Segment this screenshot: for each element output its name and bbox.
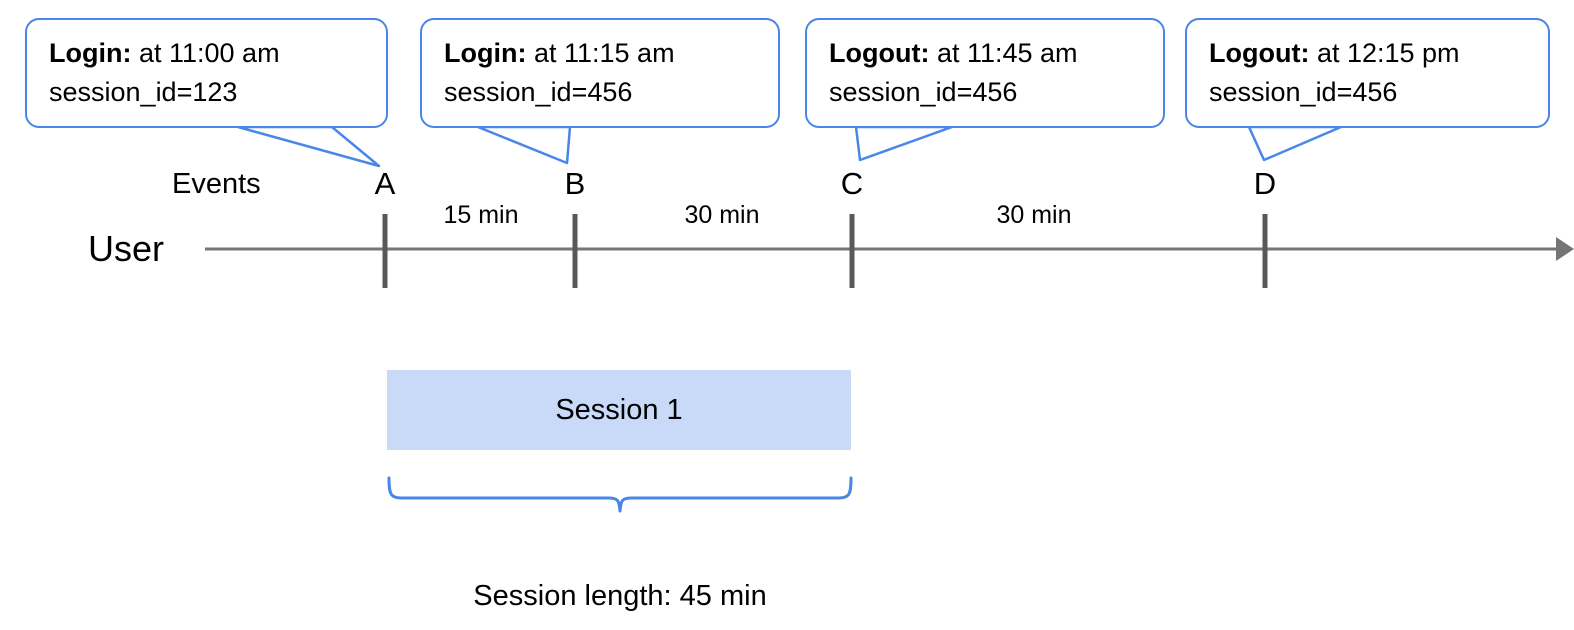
callout-login-1115[interactable]: Login: at 11:15 am session_id=456 <box>420 18 780 128</box>
callout-session-line: session_id=456 <box>829 77 1018 107</box>
callout-session-line: session_id=456 <box>444 77 633 107</box>
events-row-label: Events <box>172 168 261 200</box>
callout-event-label: Login: <box>49 38 132 68</box>
callout-logout-1145[interactable]: Logout: at 11:45 am session_id=456 <box>805 18 1165 128</box>
event-marker-c: C <box>840 166 864 201</box>
callout-time-label: at 11:00 am <box>131 38 280 68</box>
callout-event-label: Logout: <box>829 38 930 68</box>
callout-time-label: at 11:15 am <box>526 38 675 68</box>
callout-primary-line: Logout: at 12:15 pm <box>1209 34 1528 73</box>
callout-primary-line: Login: at 11:00 am <box>49 34 366 73</box>
interval-label-ab: 15 min <box>443 201 519 229</box>
session-length-caption: Session length: 45 min <box>473 580 767 612</box>
interval-label-cd: 30 min <box>996 201 1072 229</box>
axis-arrowhead <box>1556 237 1574 261</box>
event-marker-a: A <box>374 166 396 201</box>
callout-session-line: session_id=456 <box>1209 77 1398 107</box>
callout-session-line: session_id=123 <box>49 77 238 107</box>
event-marker-b: B <box>564 166 586 201</box>
session-bar-label: Session 1 <box>555 393 683 426</box>
callout-logout-1215[interactable]: Logout: at 12:15 pm session_id=456 <box>1185 18 1550 128</box>
callout-event-label: Login: <box>444 38 527 68</box>
event-marker-d: D <box>1253 166 1277 201</box>
callout-time-label: at 12:15 pm <box>1309 38 1460 68</box>
callout-login-1100[interactable]: Login: at 11:00 am session_id=123 <box>25 18 388 128</box>
callout-event-label: Logout: <box>1209 38 1310 68</box>
user-row-label: User <box>88 228 165 269</box>
callout-time-label: at 11:45 am <box>929 38 1078 68</box>
interval-label-bc: 30 min <box>684 201 760 229</box>
callout-primary-line: Login: at 11:15 am <box>444 34 758 73</box>
callout-primary-line: Logout: at 11:45 am <box>829 34 1143 73</box>
session-bar[interactable]: Session 1 <box>387 370 851 450</box>
